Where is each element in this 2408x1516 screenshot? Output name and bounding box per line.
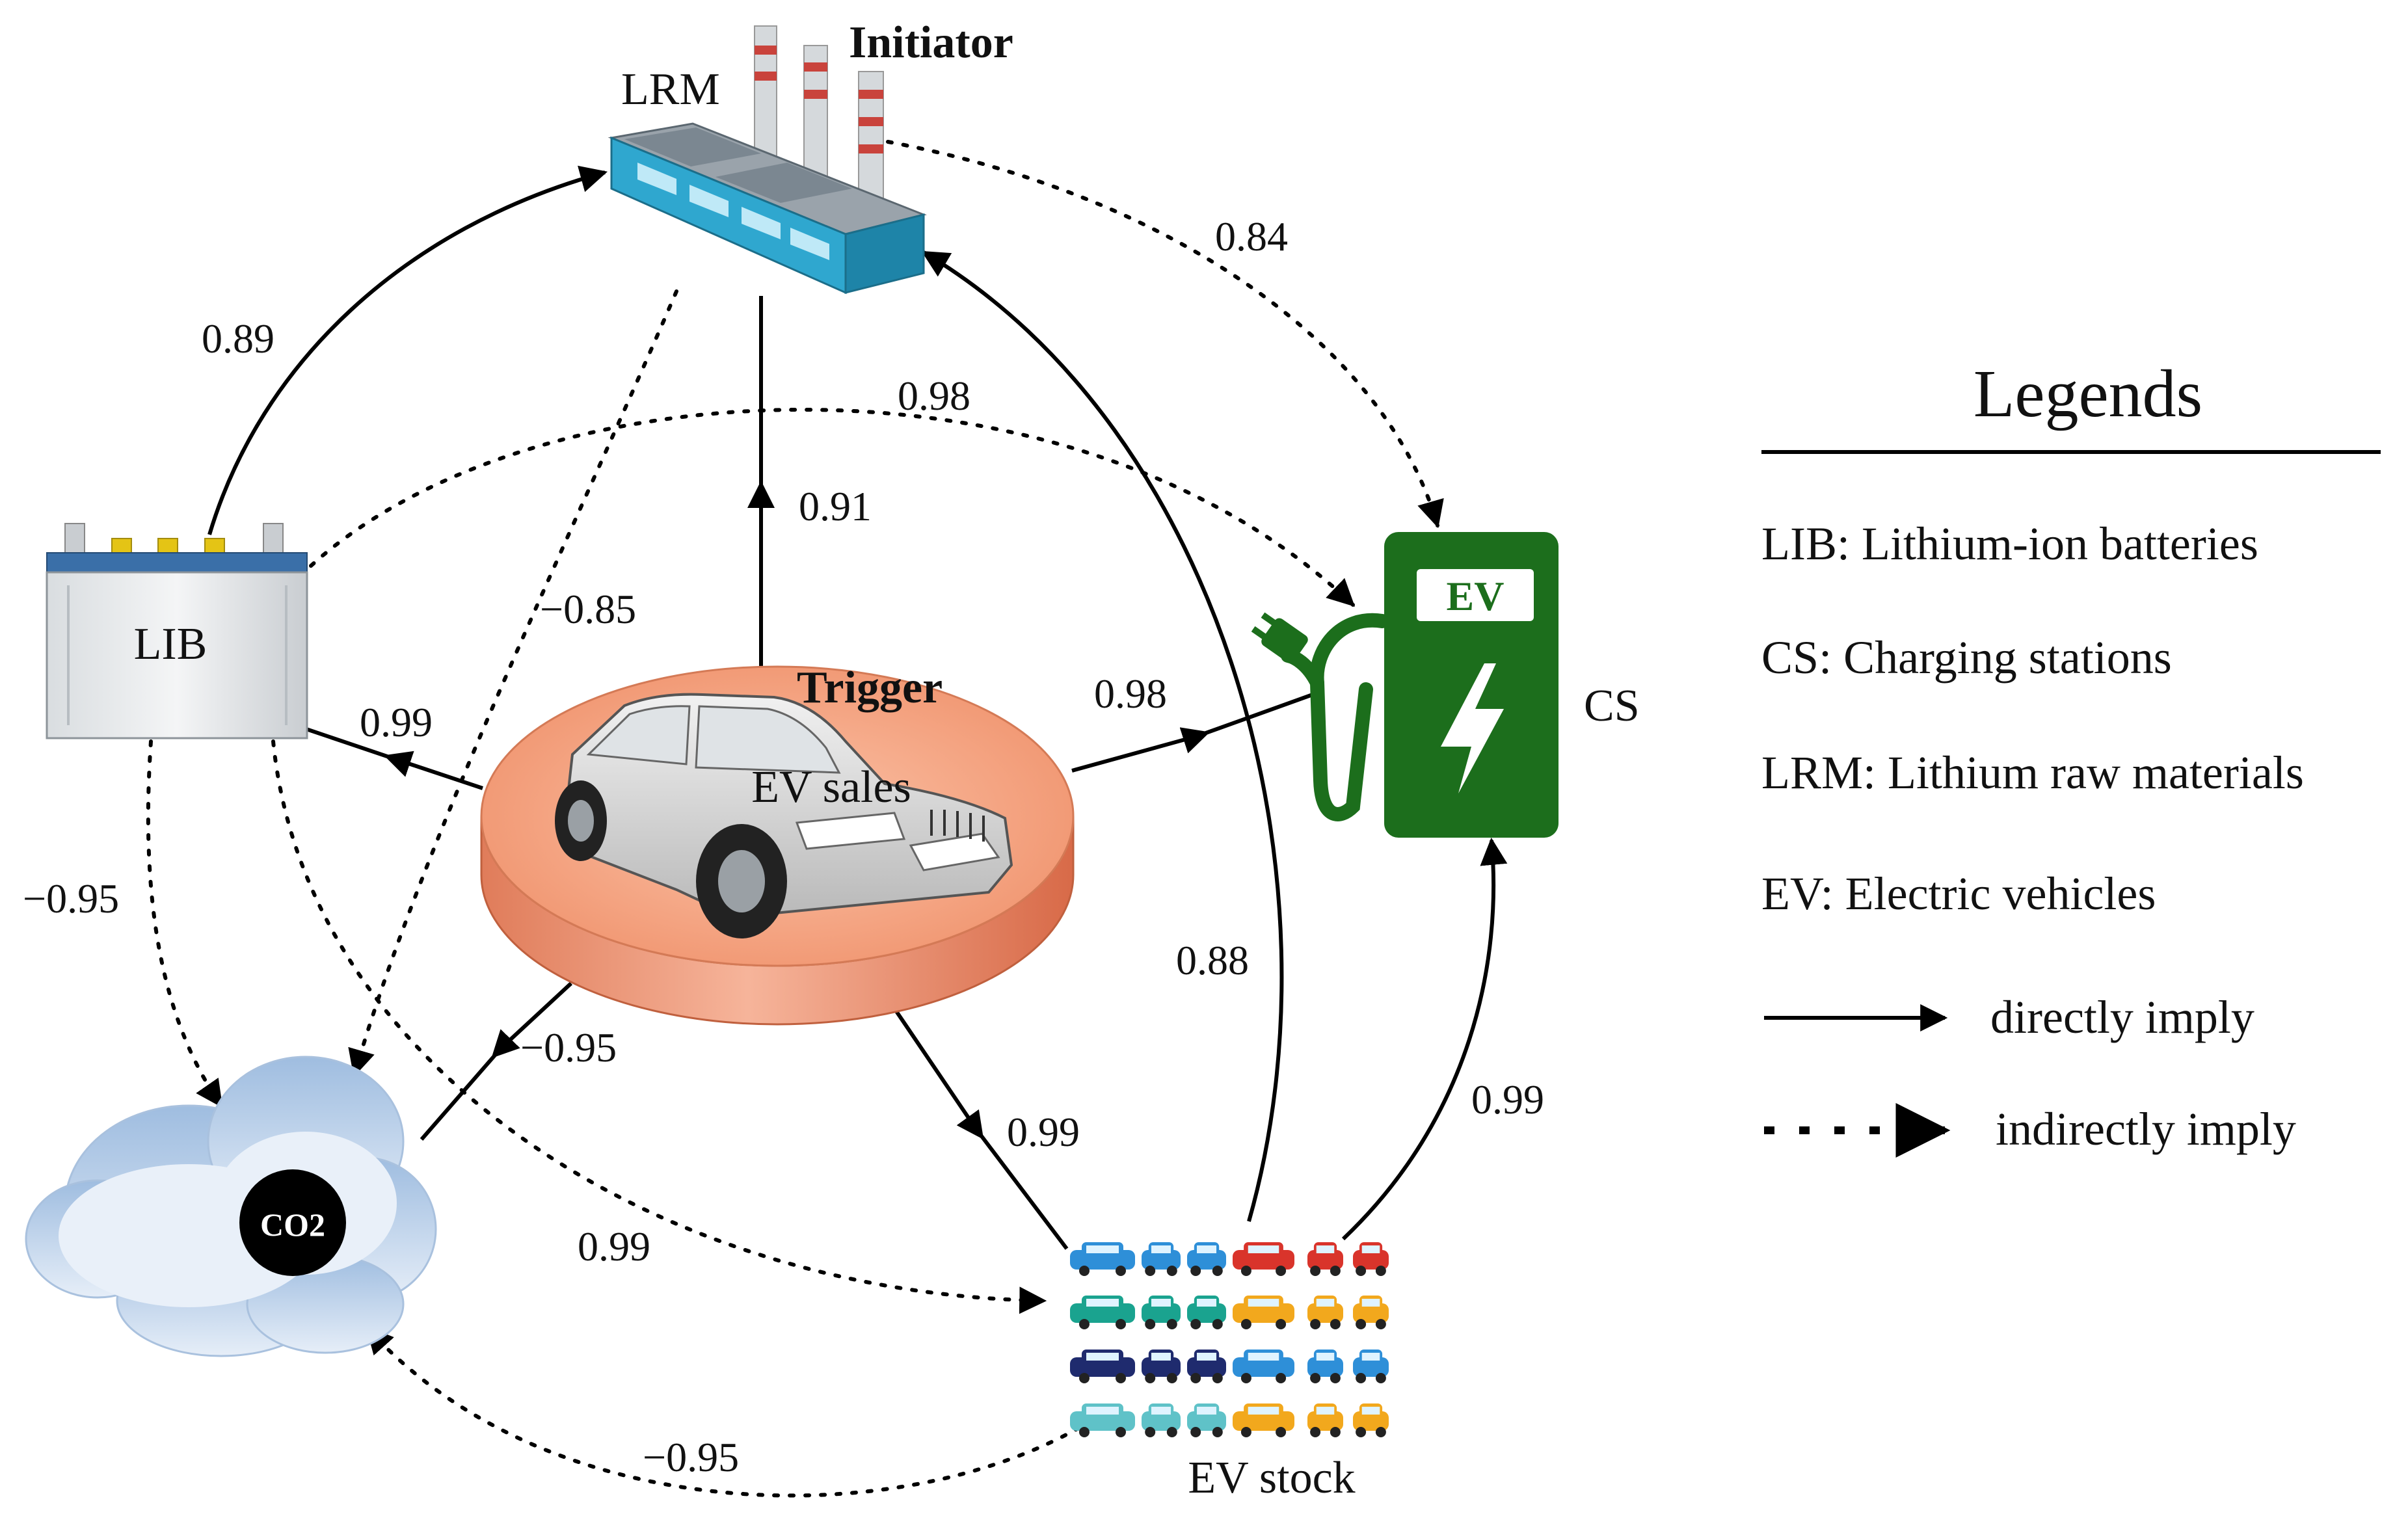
co2-badge bbox=[239, 1169, 346, 1276]
legend: Legends LIB: Lithium-ion batteries CS: C… bbox=[1761, 356, 2381, 1158]
edge-label: −0.95 bbox=[643, 1434, 739, 1480]
cs-sign-label: EV bbox=[1447, 573, 1505, 619]
edge-evstock-cs bbox=[1341, 837, 1508, 1241]
ev-sales-label: EV sales bbox=[751, 762, 911, 812]
co2-label: CO2 bbox=[260, 1206, 325, 1243]
edge-lrm-cs bbox=[886, 140, 1444, 529]
legend-entry: EV: Electric vehicles bbox=[1761, 868, 2156, 920]
legend-directly-label: directly imply bbox=[1990, 991, 2254, 1043]
edge-label: 0.98 bbox=[898, 373, 970, 419]
lib-label: LIB bbox=[134, 619, 207, 669]
edge-label: 0.89 bbox=[202, 315, 274, 362]
vehicle-icon bbox=[1307, 1411, 1343, 1431]
edge-evstock-lrm bbox=[921, 250, 1284, 1222]
vehicle-icon bbox=[1307, 1303, 1343, 1323]
edge-lib-evstock bbox=[271, 739, 1047, 1314]
vehicle-icon bbox=[1187, 1411, 1226, 1431]
edges bbox=[146, 140, 1508, 1498]
edge-lib-cs bbox=[309, 408, 1356, 607]
legend-entry: CS: Charging stations bbox=[1761, 632, 2172, 684]
edge-evsales-lib bbox=[300, 725, 483, 790]
cloud-icon bbox=[25, 1056, 437, 1357]
vehicle-icon bbox=[1142, 1411, 1181, 1431]
vehicle-icon bbox=[1353, 1303, 1389, 1323]
car-icon bbox=[555, 693, 1013, 938]
legend-title: Legends bbox=[1973, 356, 2202, 431]
edge-label: 0.84 bbox=[1215, 213, 1288, 259]
vehicle-icon bbox=[1307, 1250, 1343, 1270]
edge-lib-co2 bbox=[146, 739, 223, 1108]
vehicle-icon bbox=[1353, 1357, 1389, 1377]
vehicle-icon bbox=[1307, 1357, 1343, 1377]
edge-evsales-cs bbox=[1071, 693, 1314, 773]
edge-labels: 0.89 0.91 0.88 0.84 0.98 −0.85 0.99 0.98… bbox=[23, 213, 1544, 1480]
vehicle-icon bbox=[1142, 1250, 1181, 1270]
legend-indirectly-label: indirectly imply bbox=[1996, 1103, 2296, 1155]
ev-stock-icon bbox=[1070, 1242, 1389, 1437]
ev-sales-role-label: Trigger bbox=[797, 663, 943, 713]
legend-entry: LRM: Lithium raw materials bbox=[1761, 747, 2304, 799]
vehicle-icon bbox=[1187, 1357, 1226, 1377]
edge-label: 0.99 bbox=[578, 1223, 650, 1270]
vehicle-icon bbox=[1187, 1250, 1226, 1270]
battery-icon bbox=[46, 523, 308, 739]
edge-label: 0.99 bbox=[1007, 1109, 1080, 1155]
edge-evstock-co2 bbox=[366, 1325, 1108, 1498]
vehicle-icon bbox=[1142, 1357, 1181, 1377]
ev-stock-label: EV stock bbox=[1188, 1453, 1355, 1503]
cs-label: CS bbox=[1584, 681, 1640, 731]
edge-lrm-co2 bbox=[348, 289, 678, 1078]
vehicle-icon bbox=[1353, 1411, 1389, 1431]
vehicle-icon bbox=[1353, 1250, 1389, 1270]
edge-label: 0.88 bbox=[1176, 937, 1249, 983]
vehicle-icon bbox=[1187, 1303, 1226, 1323]
charging-station-icon bbox=[1251, 532, 1559, 838]
vehicle-icon bbox=[1142, 1303, 1181, 1323]
edge-label: 0.91 bbox=[799, 483, 872, 529]
edge-label: 0.99 bbox=[1471, 1076, 1544, 1123]
lrm-label: LRM bbox=[621, 64, 720, 114]
ev-sales-node bbox=[480, 665, 1075, 1026]
edge-lib-lrm bbox=[207, 165, 608, 535]
edge-evsales-evstock bbox=[894, 1010, 1069, 1250]
edge-label: −0.95 bbox=[23, 875, 119, 922]
edge-label: 0.99 bbox=[360, 699, 433, 745]
lrm-role-label: Initiator bbox=[849, 18, 1013, 68]
lrm-factory-node bbox=[608, 25, 927, 295]
edge-label: 0.98 bbox=[1094, 671, 1167, 717]
edge-label: −0.85 bbox=[540, 586, 636, 632]
legend-entry: LIB: Lithium-ion batteries bbox=[1761, 518, 2258, 570]
edge-label: −0.95 bbox=[520, 1024, 617, 1071]
edge-evsales-co2 bbox=[420, 981, 573, 1141]
